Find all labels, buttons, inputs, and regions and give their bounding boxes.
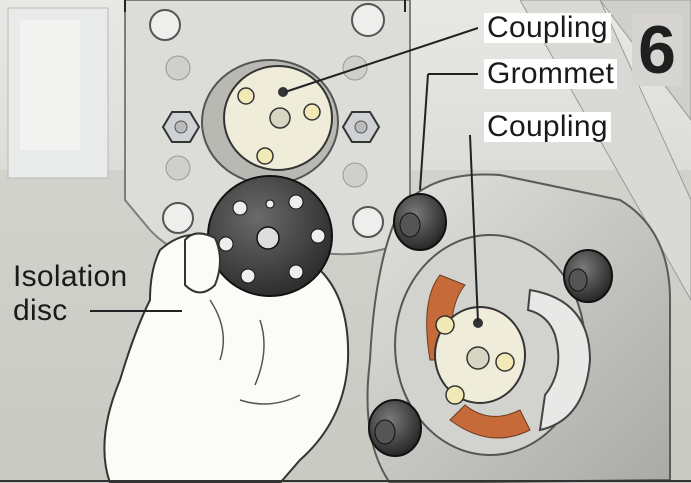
label-coupling-bottom: Coupling <box>484 112 611 142</box>
grommet-upper-left <box>393 193 447 251</box>
leader-coupling-top <box>284 27 479 93</box>
grommet-lower-left <box>368 399 422 457</box>
plate-dimple <box>165 55 191 81</box>
motor-slot <box>526 288 592 432</box>
plate-hole <box>149 9 181 41</box>
label-grommet: Grommet <box>484 59 618 89</box>
label-coupling-top: Coupling <box>484 13 611 43</box>
plate-dimple <box>165 155 191 181</box>
plate-hole <box>351 3 385 37</box>
step-number-badge: 6 <box>632 12 682 88</box>
label-isolation-disc: Isolation disc <box>13 260 128 327</box>
isolation-disc-part <box>207 175 333 297</box>
plate-dimple <box>342 162 368 188</box>
leader-coupling-bottom <box>469 134 479 323</box>
winding-bottom <box>449 404 531 439</box>
plate-hole <box>162 202 194 234</box>
leader-grommet-drop <box>419 73 429 191</box>
leader-lines <box>90 0 479 323</box>
left-wall-inner <box>20 20 80 150</box>
plate-hole <box>352 206 384 238</box>
thumb <box>184 232 221 294</box>
grommet-right <box>563 249 613 303</box>
